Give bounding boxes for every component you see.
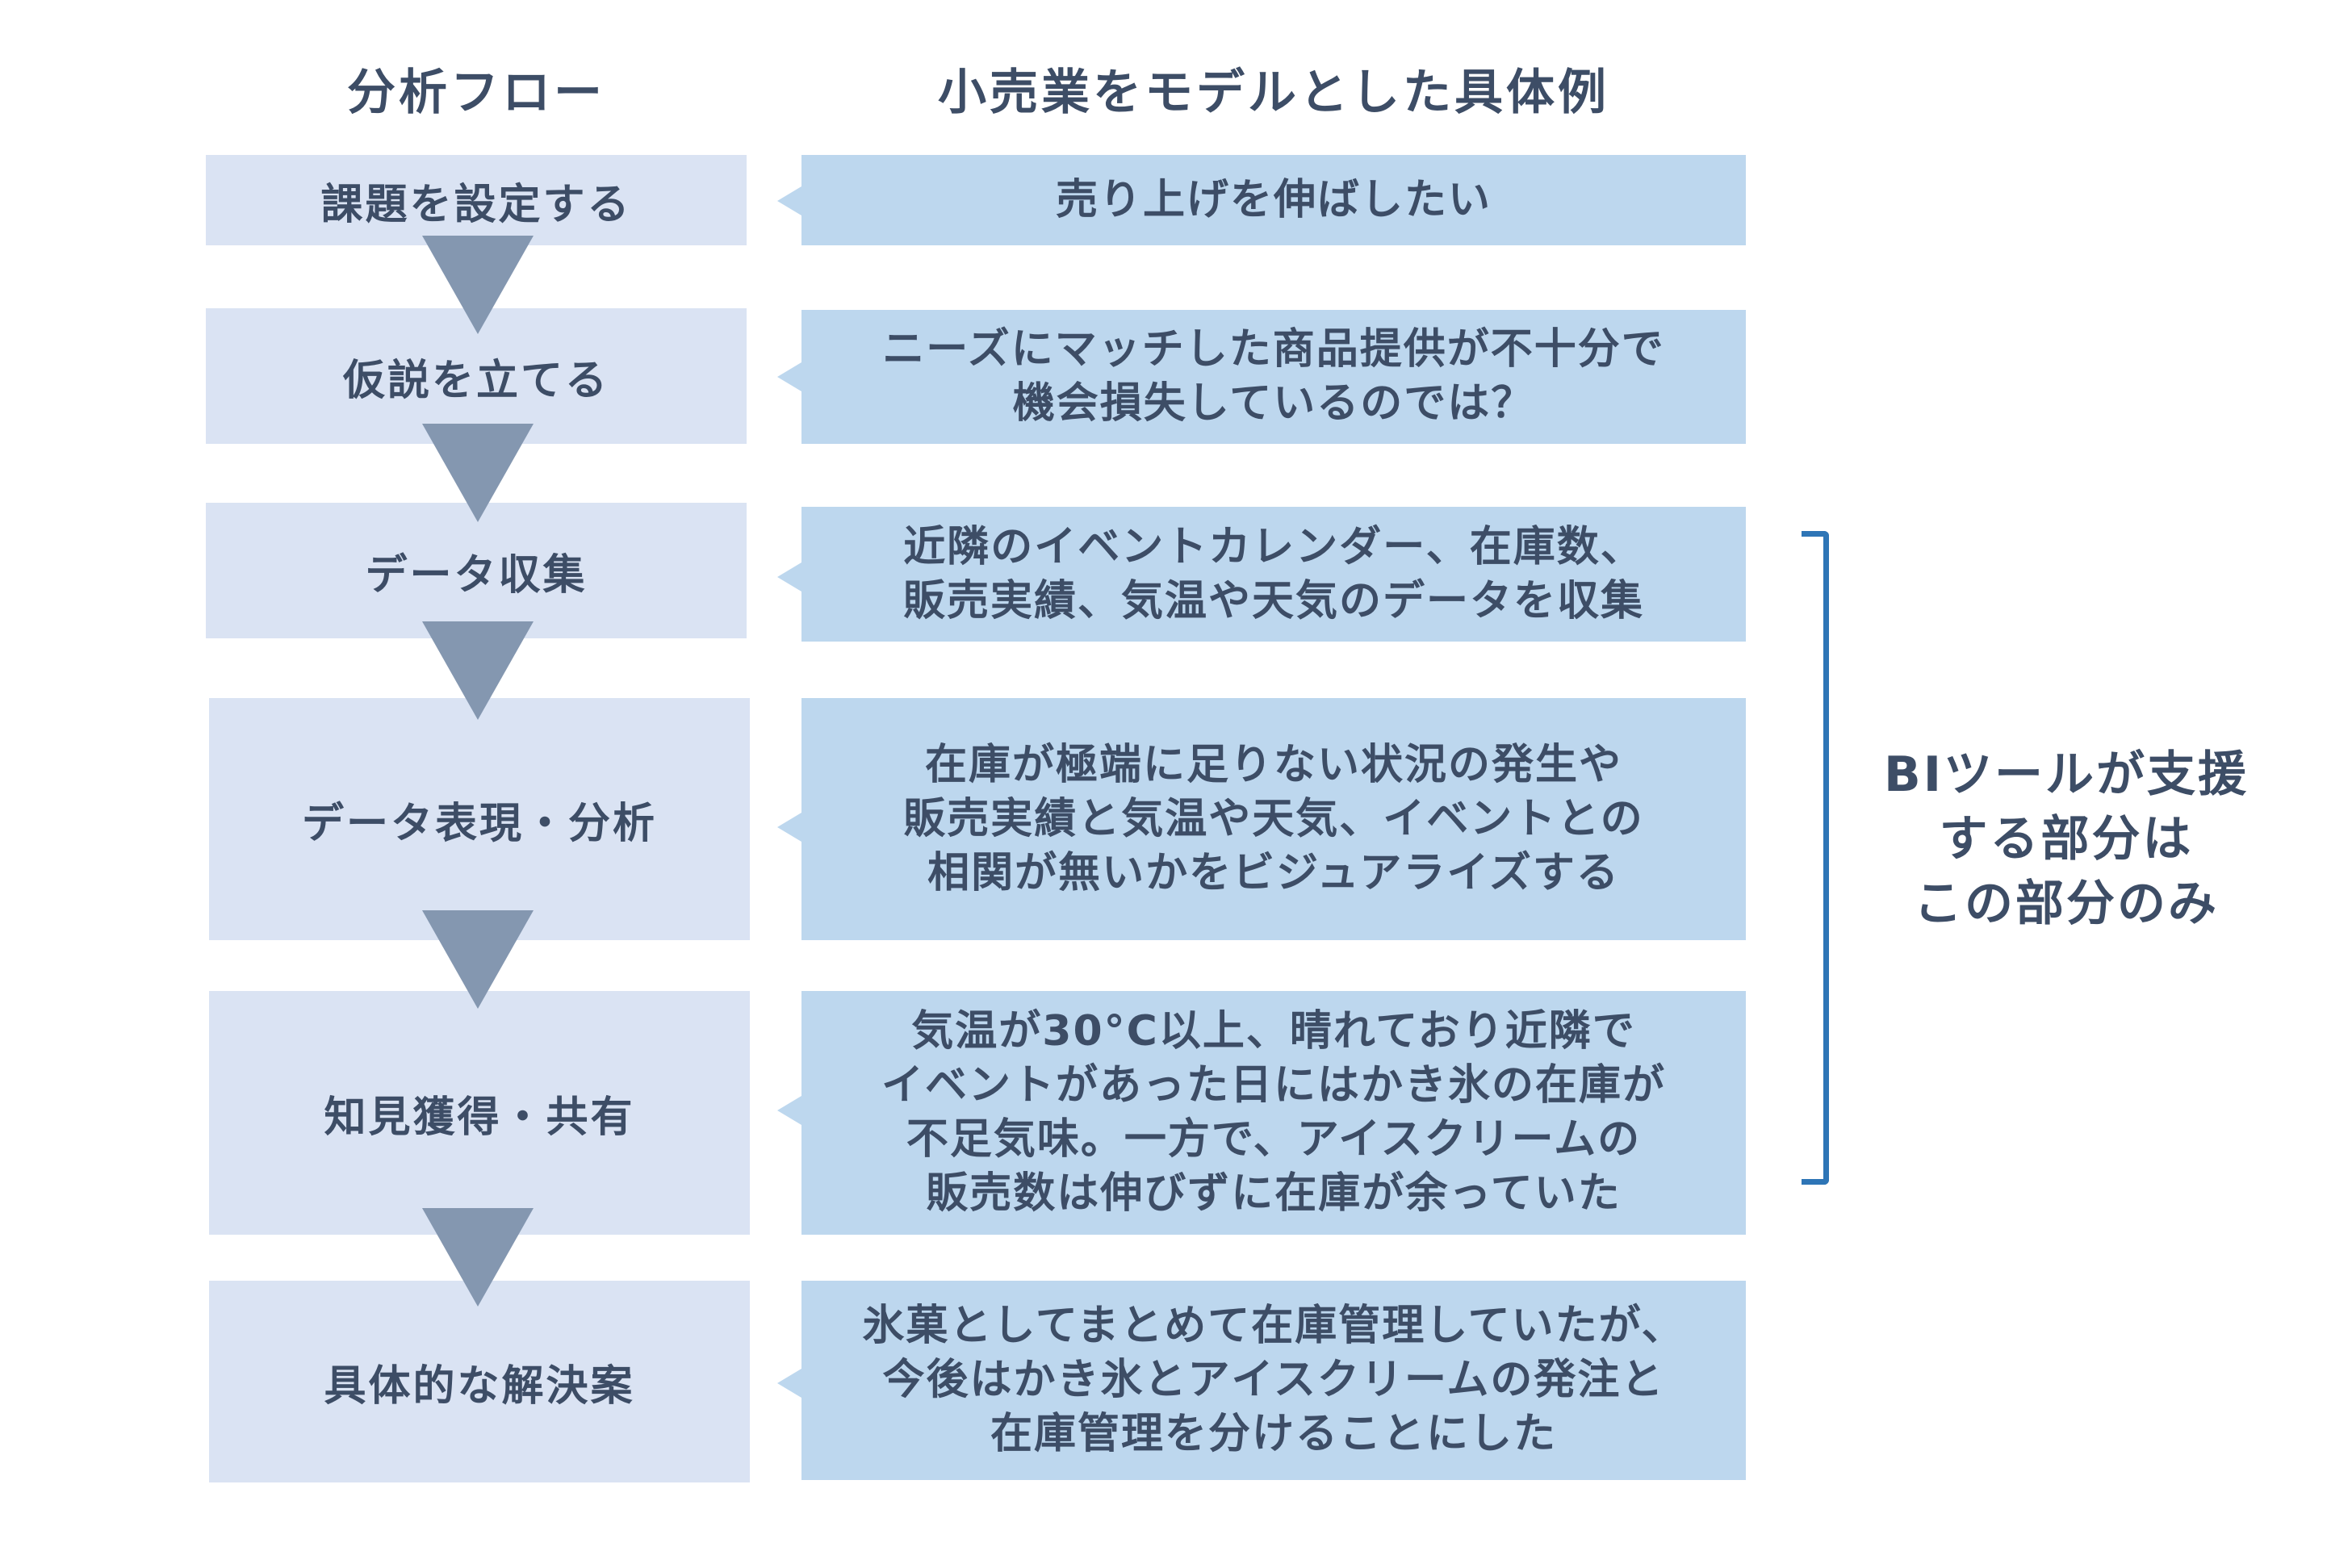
callout-pointer-icon (777, 186, 801, 215)
example-box-insight-sharing: 気温が30°C以上、晴れており近隣で イベントがあった日にはかき氷の在庫が 不足… (801, 991, 1746, 1235)
callout-pointer-icon (777, 1369, 801, 1398)
step-box-issue: 課題を設定する (206, 155, 747, 245)
example-box-hypothesis: ニーズにマッチした商品提供が不十分で 機会損失しているのでは？ (801, 310, 1746, 444)
example-box-solution: 氷菓としてまとめて在庫管理していたが、 今後はかき氷とアイスクリームの発注と 在… (801, 1281, 1746, 1480)
flow-heading: 分析フロー (347, 65, 605, 121)
bi-note-line: する部分は (1939, 811, 2194, 868)
example-box-data-collection: 近隣のイベントカレンダー、在庫数、 販売実績、気温や天気のデータを収集 (801, 507, 1746, 642)
step-label: 仮説を立てる (342, 356, 609, 405)
down-arrow-icon (422, 424, 534, 522)
callout-pointer-icon (777, 562, 801, 592)
example-line: 在庫が極端に足りない状況の発生や (924, 740, 1622, 789)
step-label: 課題を設定する (320, 180, 632, 229)
example-line: 機会損失しているのでは？ (1012, 379, 1535, 428)
example-line: 販売数は伸びずに在庫が余っていた (926, 1169, 1622, 1218)
step-label: 具体的な解決案 (324, 1361, 635, 1411)
example-line: 近隣のイベントカレンダー、在庫数、 (903, 522, 1644, 571)
step-box-insight-sharing: 知見獲得・共有 (209, 991, 750, 1235)
step-box-data-analysis: データ表現・分析 (209, 698, 750, 940)
step-label: データ表現・分析 (301, 799, 657, 848)
example-box-data-analysis: 在庫が極端に足りない状況の発生や 販売実績と気温や天気、イベントとの 相関が無い… (801, 698, 1746, 940)
callout-pointer-icon (777, 813, 801, 842)
step-label: 知見獲得・共有 (324, 1093, 635, 1142)
example-line: 今後はかき氷とアイスクリームの発注と (882, 1356, 1665, 1404)
step-label: データ収集 (365, 550, 588, 600)
bi-support-note: BIツールが支援 する部分は この部分のみ (1856, 742, 2276, 936)
down-arrow-icon (422, 1208, 534, 1307)
bi-note-line: BIツールが支援 (1883, 746, 2249, 803)
example-line: 在庫管理を分けることにした (990, 1410, 1557, 1458)
example-line: 販売実績、気温や天気のデータを収集 (902, 576, 1644, 625)
down-arrow-icon (422, 910, 534, 1009)
example-line: 売り上げを伸ばしたい (1055, 175, 1492, 224)
step-box-data-collection: データ収集 (206, 503, 747, 638)
down-arrow-icon (422, 236, 534, 334)
example-line: ニーズにマッチした商品提供が不十分で (882, 325, 1665, 374)
example-line: イベントがあった日にはかき氷の在庫が (881, 1061, 1666, 1110)
example-box-issue: 売り上げを伸ばしたい (801, 155, 1746, 245)
down-arrow-icon (422, 621, 534, 720)
example-line: 販売実績と気温や天気、イベントとの (903, 794, 1644, 843)
step-box-solution: 具体的な解決案 (209, 1281, 750, 1482)
example-line: 相関が無いかをビジュアライズする (927, 848, 1620, 897)
example-line: 氷菓としてまとめて在庫管理していたが、 (862, 1302, 1685, 1350)
callout-pointer-icon (777, 362, 801, 391)
example-line: 気温が30°C以上、晴れており近隣で (911, 1007, 1636, 1056)
callout-pointer-icon (777, 1096, 801, 1125)
bi-note-line: この部分のみ (1914, 876, 2219, 932)
example-heading: 小売業をモデルとした具体例 (938, 65, 1609, 121)
example-line: 不足気味。一方で、アイスクリームの (906, 1115, 1642, 1164)
bi-scope-bracket (1802, 531, 1829, 1185)
